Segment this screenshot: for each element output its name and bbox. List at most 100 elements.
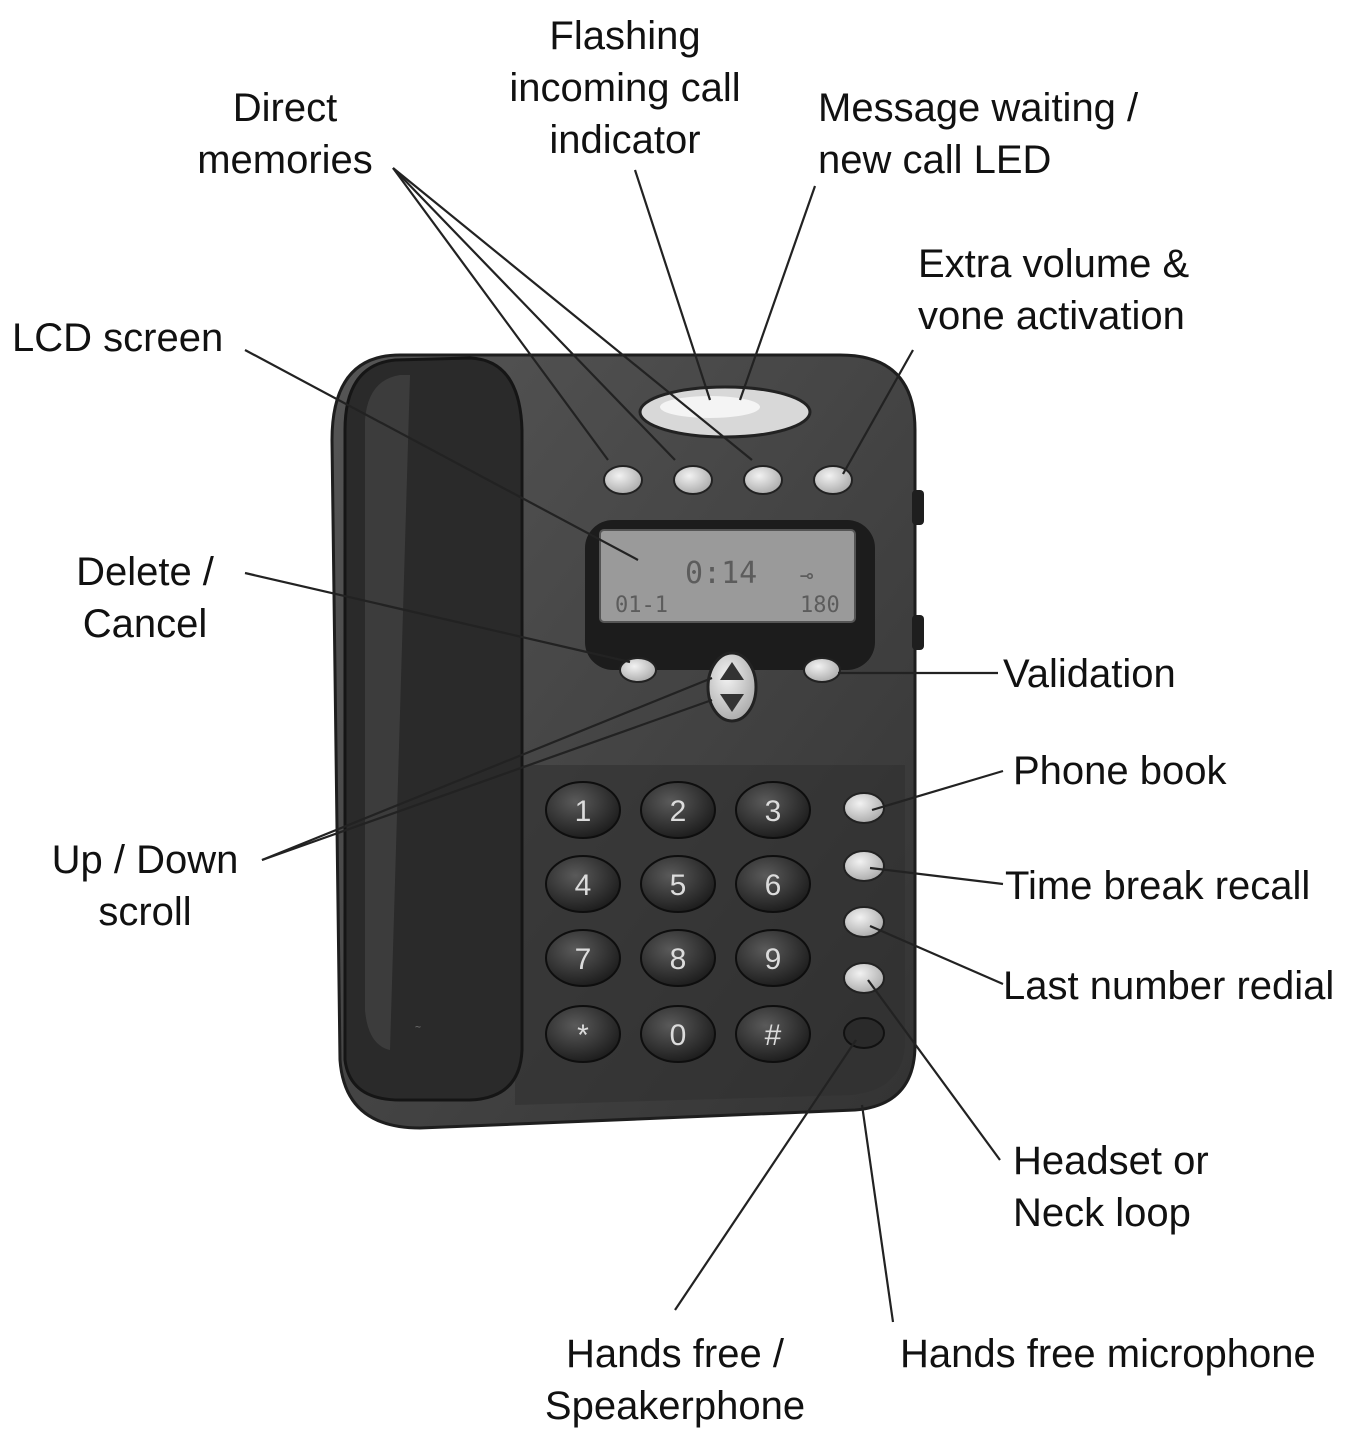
leader-last-number [869,924,1004,986]
leader-headset [867,979,1001,1161]
phone-book-button[interactable] [843,792,885,824]
key-label: 1 [575,795,592,828]
key-button-6[interactable] [735,855,811,913]
handset-highlight [365,375,410,1050]
label-delete-cancel-line-1: Delete / [76,550,214,594]
label-hands-free-speaker-line-1: Hands free / [566,1332,784,1376]
speakerphone-button[interactable] [843,1017,885,1049]
label-extra-volume-line-2: vone activation [918,294,1185,338]
label-hands-free-speakerphone: Hands free / Speakerphone [520,1328,830,1432]
key-label: 3 [765,795,782,828]
label-lcd-screen-line-1: LCD screen [12,316,224,360]
key-button-8[interactable] [640,929,716,987]
leader-updown-1 [261,676,713,862]
scroll-button[interactable] [706,651,758,723]
leader-phone-book [871,769,1004,812]
label-phone-book-line-1: Phone book [1013,749,1227,793]
key-button-star[interactable] [545,1005,621,1063]
key-button-7[interactable] [545,929,621,987]
validation-button[interactable] [803,657,841,683]
cancel-button[interactable] [619,657,657,683]
lcd-screen [599,529,856,623]
leader-extra-volume [842,349,914,475]
key-label: 5 [670,869,687,902]
label-hands-free-mic-line-1: Hands free microphone [900,1332,1316,1376]
label-time-break-line-1: Time break recall [1005,864,1311,908]
key-button-3[interactable] [735,781,811,839]
label-headset-line-1: Headset or [1013,1139,1209,1183]
lcd-line-1: 0:14 [685,556,757,591]
key-label: 9 [765,943,782,976]
key-label: 0 [670,1019,687,1052]
indicator-lens-shine [660,396,760,418]
lcd-line-2-right: 180 [800,593,840,618]
redial-button[interactable] [843,906,885,938]
label-validation: Validation [1003,648,1176,700]
key-button-5[interactable] [640,855,716,913]
scroll-down-icon [720,694,744,712]
key-label: 6 [765,869,782,902]
label-last-number-redial: Last number redial [1003,960,1334,1012]
key-button-9[interactable] [735,929,811,987]
leader-direct-memories-2 [392,167,676,461]
brand-logo: ~ [415,1022,421,1033]
memory-button-m3[interactable] [743,465,783,495]
leader-time-break [869,866,1004,886]
label-extra-volume: Extra volume & vone activation [918,238,1189,342]
key-button-4[interactable] [545,855,621,913]
label-validation-line-1: Validation [1003,652,1176,696]
key-label: 7 [575,943,592,976]
leader-lcd [244,349,639,561]
key-label: * [577,1019,589,1052]
key-label: 8 [670,943,687,976]
leader-delete [244,571,631,664]
label-hands-free-microphone: Hands free microphone [900,1328,1316,1380]
label-up-down-line-1: Up / Down [51,838,239,882]
leader-direct-memories-1 [392,167,609,461]
lcd-line-2-left: 01-1 [615,593,668,618]
label-headset-line-2: Neck loop [1013,1191,1191,1235]
leader-direct-memories-3 [392,167,753,461]
side-jack-bottom [912,615,924,650]
headset-button[interactable] [843,962,885,994]
key-label: # [765,1019,782,1052]
label-last-number-line-1: Last number redial [1003,964,1335,1008]
key-button-1[interactable] [545,781,621,839]
label-message-waiting-line-1: Message waiting / [818,86,1139,130]
label-phone-book: Phone book [1013,745,1227,797]
memory-button-m1[interactable] [603,465,643,495]
label-hands-free-speaker-line-2: Speakerphone [544,1384,806,1428]
label-message-waiting-line-2: new call LED [818,138,1052,182]
label-flashing-indicator: Flashing incoming call indicator [470,10,780,166]
side-jack-top [912,490,924,525]
leader-flashing [633,169,712,401]
scroll-up-icon [720,662,744,680]
key-button-2[interactable] [640,781,716,839]
label-up-down-scroll: Up / Down scroll [30,834,260,938]
label-extra-volume-line-1: Extra volume & [918,242,1190,286]
label-delete-cancel: Delete / Cancel [50,546,240,650]
memory-button-m2[interactable] [673,465,713,495]
recall-button[interactable] [843,850,885,882]
label-up-down-line-2: scroll [98,890,192,934]
label-lcd-screen: LCD screen [12,312,223,364]
key-label: 4 [575,869,592,902]
leader-lines [244,167,1004,1323]
label-flashing-line-1: Flashing [549,14,701,58]
leader-updown-2 [261,698,713,862]
label-direct-memories: Direct memories [170,82,400,186]
label-direct-memories-line-1: Direct [232,86,338,130]
label-flashing-line-3: indicator [549,118,701,162]
key-button-0[interactable] [640,1005,716,1063]
label-direct-memories-line-2: memories [197,138,373,182]
label-delete-cancel-line-2: Cancel [82,602,208,646]
leader-hands-free-mic [860,1104,895,1323]
leader-message-waiting [738,185,817,401]
lcd-key-icon: ⊸ [800,564,813,589]
key-button-hash[interactable] [735,1005,811,1063]
label-headset-neck-loop: Headset or Neck loop [1013,1135,1209,1239]
label-flashing-line-2: incoming call [509,66,741,110]
